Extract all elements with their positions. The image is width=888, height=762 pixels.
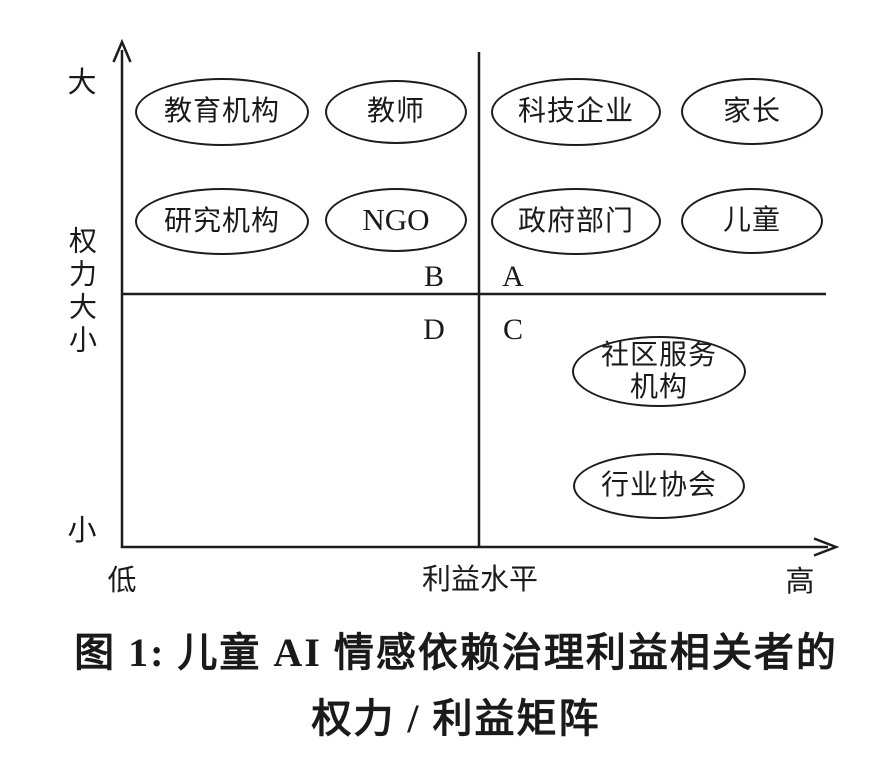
stakeholder-ngo: NGO <box>325 188 467 252</box>
y-axis-bottom-label: 小 <box>67 515 97 547</box>
stakeholder-parents: 家长 <box>681 78 823 145</box>
quadrant-a-label: A <box>502 260 524 293</box>
y-axis-title: 权力大小 <box>65 226 96 358</box>
quadrant-c-label: C <box>502 313 524 346</box>
x-axis-right-label: 高 <box>785 566 815 598</box>
stakeholder-education-institutions: 教育机构 <box>135 78 309 146</box>
stakeholder-government-departments: 政府部门 <box>491 188 661 255</box>
figure-caption-line2: 权力 / 利益矩阵 <box>311 696 601 741</box>
y-axis-top-label: 大 <box>67 67 97 99</box>
x-axis-arrowhead-icon <box>813 537 840 557</box>
quadrant-d-label: D <box>423 313 445 346</box>
stakeholder-tech-companies: 科技企业 <box>491 78 661 146</box>
stakeholder-children: 儿童 <box>681 188 823 254</box>
quadrant-b-label: B <box>423 260 445 293</box>
stakeholder-teachers: 教师 <box>325 80 467 144</box>
y-axis-arrowhead-icon <box>112 38 132 63</box>
figure-caption-line1: 图 1: 儿童 AI 情感依赖治理利益相关者的 <box>74 630 838 675</box>
stakeholder-industry-associations: 行业协会 <box>573 453 745 519</box>
x-axis-left-label: 低 <box>107 565 137 597</box>
stakeholder-community-service-orgs: 社区服务 机构 <box>572 336 746 407</box>
x-axis-title: 利益水平 <box>421 564 539 596</box>
stakeholder-research-institutions: 研究机构 <box>135 188 309 255</box>
figure-caption: 图 1: 儿童 AI 情感依赖治理利益相关者的 权力 / 利益矩阵 <box>26 620 886 752</box>
